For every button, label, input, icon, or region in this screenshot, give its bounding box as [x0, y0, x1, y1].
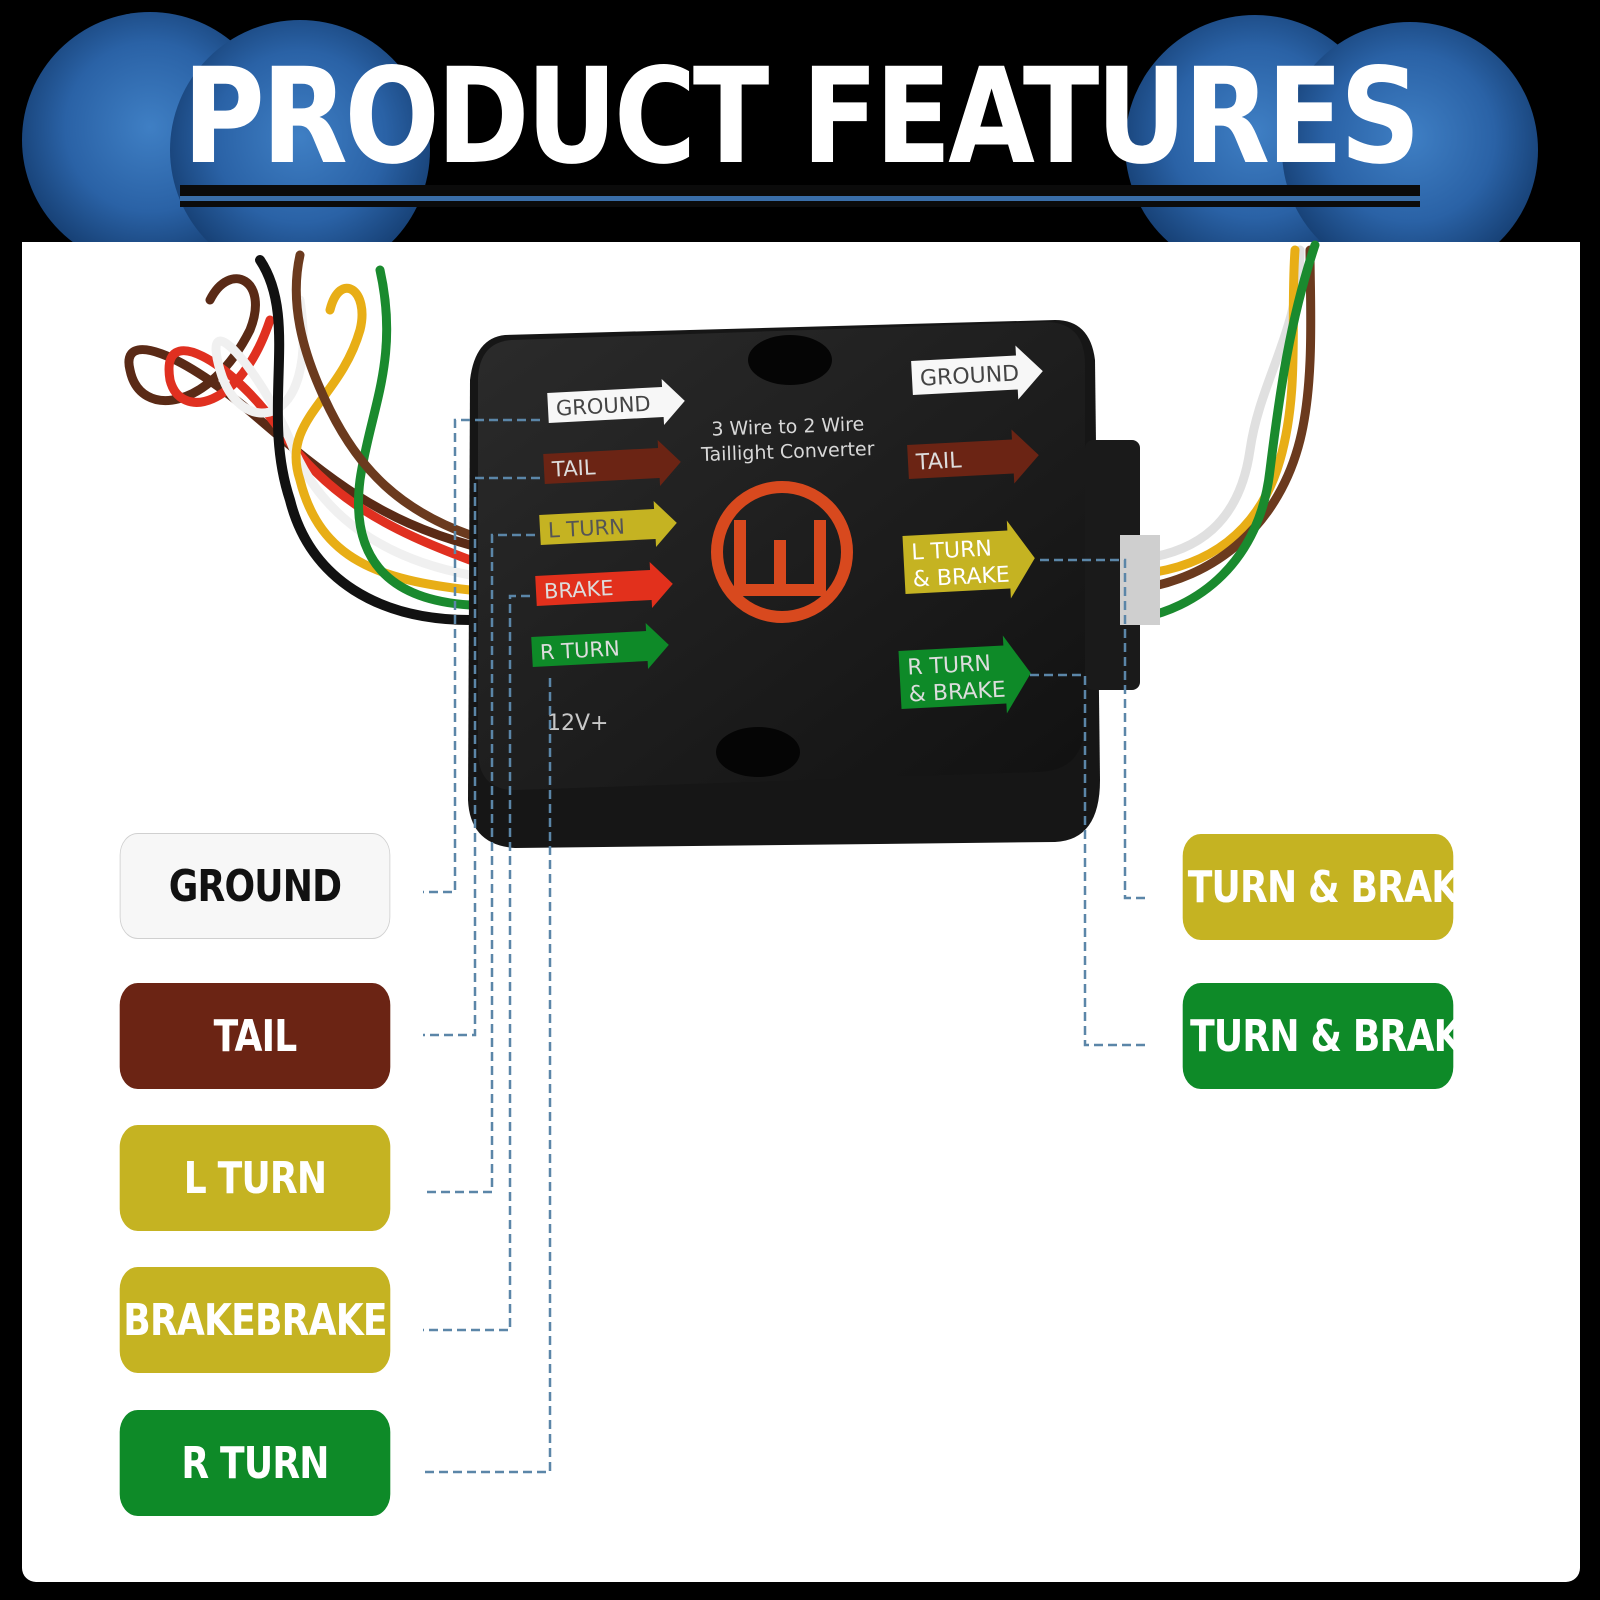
header-accent-line: [180, 196, 1420, 201]
device-title-line1: 3 Wire to 2 Wire: [711, 413, 865, 440]
device-arrow-right-l-turn-brake: L TURN& BRAKE: [902, 520, 1035, 599]
header-circle-right-2: [1282, 22, 1538, 278]
device-arrow-brake-shape: [535, 562, 673, 608]
label-tail: TAIL: [119, 983, 391, 1089]
header-circle-left-2: [170, 20, 430, 280]
logo-mark: [734, 520, 826, 596]
device-arrow-right-l-turn-brake-shape: [902, 520, 1035, 599]
device-arrow-right-ground-shape: [911, 345, 1043, 400]
wire-brown-right: [1125, 245, 1316, 595]
device-arrow-l-turn-label: L TURN: [547, 515, 625, 543]
device-arrow-right-r-turn-brake-label: & BRAKE: [908, 677, 1006, 707]
label-brake: BRAKEBRAKE: [119, 1267, 391, 1373]
page-title: PRODUCT FEATURES: [183, 39, 1418, 193]
device-arrow-r-turn: R TURN: [531, 623, 669, 669]
device-arrow-ground: GROUND: [547, 379, 685, 425]
leader-brake: [423, 594, 530, 1332]
label-tail-text: TAIL: [213, 1010, 298, 1062]
wire-green-right: [1125, 240, 1320, 625]
label-ground-text: GROUND: [168, 860, 342, 912]
device-arrow-right-tail: TAIL: [907, 429, 1039, 484]
wire-brown-left-2: [291, 250, 475, 540]
device-arrow-right-ground: GROUND: [911, 345, 1043, 400]
device-voltage: 12V+: [547, 711, 608, 736]
device-arrow-r-turn-shape: [531, 623, 669, 669]
leader-l-turn: [423, 533, 535, 1194]
wire-harness-right: [1125, 240, 1320, 625]
label-r-turn: R TURN: [119, 1410, 391, 1516]
device-arrow-tail: TAIL: [543, 440, 681, 486]
mount-hole-bottom: [716, 727, 800, 777]
wire-green-left: [354, 265, 475, 610]
label-l-turn-text: L TURN: [183, 1152, 327, 1204]
device-arrow-ground-label: GROUND: [555, 392, 651, 421]
device-arrow-right-l-turn-brake-label: & BRAKE: [912, 562, 1010, 592]
label-brake-text: BRAKEBRAKE: [123, 1294, 387, 1346]
device-arrow-ground-shape: [547, 379, 685, 425]
label-l-turn-brake: L TURN & BRAKE: [1154, 834, 1483, 940]
connector-right: [1085, 440, 1140, 690]
device-arrow-brake: BRAKE: [535, 562, 673, 608]
device-arrow-l-turn: L TURN: [539, 501, 677, 547]
wire-yellow-left: [291, 283, 475, 595]
device-arrow-right-tail-label: TAIL: [914, 448, 963, 475]
label-ground: GROUND: [119, 833, 391, 939]
wire-harness-left: [124, 250, 475, 625]
device-arrow-l-turn-shape: [539, 501, 677, 547]
device-arrow-right-ground-label: GROUND: [919, 361, 1019, 391]
label-r-turn-brake-text: R TURN & BRAKE: [1151, 1010, 1485, 1062]
device-arrows-left: GROUND TAIL L TURN BRAKE R TURN: [531, 379, 685, 669]
wire-red-left: [164, 315, 475, 565]
brand-logo: [711, 481, 853, 623]
device-arrow-right-l-turn-brake-label: L TURN: [911, 536, 993, 565]
wire-black-left: [255, 255, 475, 625]
device-arrow-right-r-turn-brake: R TURN& BRAKE: [898, 635, 1031, 714]
label-r-turn-text: R TURN: [181, 1437, 329, 1489]
mount-hole-top: [748, 335, 832, 385]
device-arrow-tail-shape: [543, 440, 681, 486]
wire-brown-left: [124, 274, 475, 550]
content-panel-top: [22, 242, 1580, 282]
leader-ground: [423, 418, 540, 894]
leader-tail: [423, 476, 540, 1037]
leader-l-turn-brake: [1040, 558, 1150, 900]
device-arrow-r-turn-label: R TURN: [539, 636, 620, 664]
device-arrow-brake-label: BRAKE: [543, 576, 614, 604]
connector-pins: [1120, 535, 1160, 625]
device-arrow-right-r-turn-brake-label: R TURN: [907, 651, 992, 680]
leader-lines: [423, 418, 1150, 1474]
label-l-turn-brake-text: L TURN & BRAKE: [1153, 861, 1483, 913]
device-arrow-tail-label: TAIL: [550, 455, 596, 481]
device-arrow-right-tail-shape: [907, 429, 1039, 484]
label-r-turn-brake: R TURN & BRAKE: [1151, 983, 1485, 1089]
leader-r-turn-brake: [1030, 673, 1150, 1047]
label-l-turn: L TURN: [119, 1125, 391, 1231]
logo-ring: [711, 481, 853, 623]
device-arrow-right-r-turn-brake-shape: [898, 635, 1031, 714]
